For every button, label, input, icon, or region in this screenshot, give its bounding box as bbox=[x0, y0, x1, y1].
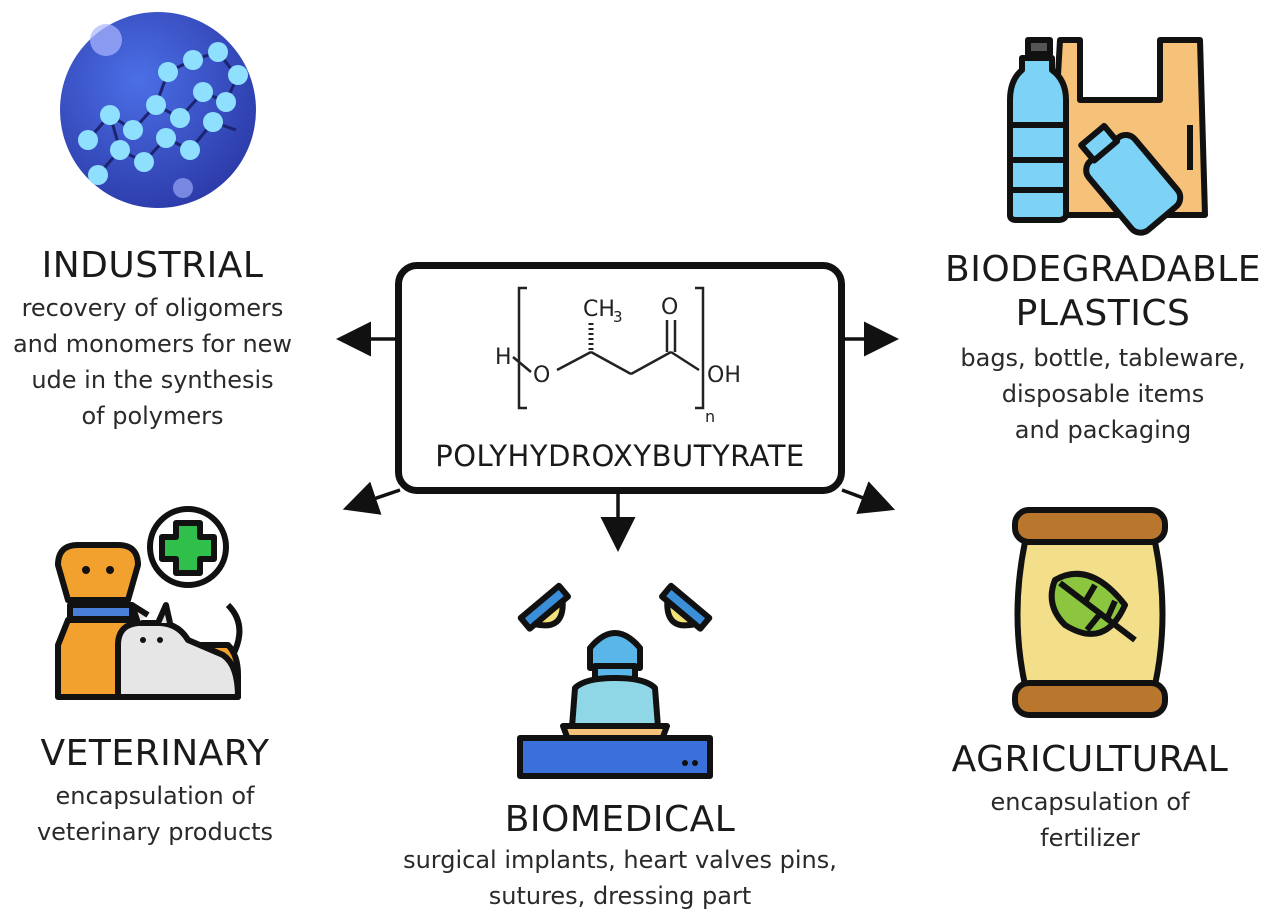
plastic-bag-and-bottles-icon bbox=[1007, 37, 1208, 236]
arrow-to-agricultural bbox=[841, 481, 896, 515]
formula-bond-c-ch2 bbox=[590, 350, 632, 376]
formula-ch3: CH bbox=[583, 297, 615, 322]
central-polymer-box: H O CH 3 O OH n POLYHYDROXYBUTYRATE bbox=[395, 262, 845, 494]
formula-o-chain: O bbox=[533, 363, 550, 388]
plastics-title-line-2: PLASTICS bbox=[1015, 293, 1191, 334]
industrial-line-1: recovery of oligomers bbox=[21, 294, 284, 322]
biomedical-title: BIOMEDICAL bbox=[504, 799, 736, 840]
polymer-molecule-sphere-icon bbox=[60, 12, 256, 208]
formula-bond-h bbox=[512, 356, 532, 373]
formula-bond-c-oh bbox=[670, 350, 700, 372]
industrial-line-4: of polymers bbox=[81, 402, 224, 430]
formula-o-top: O bbox=[661, 295, 678, 320]
plastics-description: bags, bottle, tableware, disposable item… bbox=[940, 340, 1266, 448]
formula-oh: OH bbox=[707, 363, 741, 388]
industrial-line-3: ude in the synthesis bbox=[31, 366, 274, 394]
formula-n-subscript: n bbox=[705, 407, 715, 426]
veterinary-description: encapsulation of veterinary products bbox=[0, 778, 310, 850]
agricultural-description: encapsulation of fertilizer bbox=[935, 784, 1245, 856]
surgeon-operating-lamps-icon bbox=[517, 582, 713, 779]
plastics-line-1: bags, bottle, tableware, bbox=[960, 344, 1246, 372]
veterinary-line-2: veterinary products bbox=[36, 818, 274, 846]
veterinary-title: VETERINARY bbox=[40, 733, 270, 774]
biomedical-line-2: sutures, dressing part bbox=[488, 882, 752, 910]
formula-right-bracket bbox=[695, 286, 705, 410]
biomedical-description: surgical implants, heart valves pins, su… bbox=[360, 842, 880, 914]
formula-h: H bbox=[495, 345, 512, 370]
veterinary-line-1: encapsulation of bbox=[55, 782, 255, 810]
formula-left-bracket bbox=[517, 286, 527, 410]
biomedical-line-1: surgical implants, heart valves pins, bbox=[403, 846, 837, 874]
formula-bond-o-c bbox=[556, 350, 592, 372]
fertilizer-sack-leaf-icon bbox=[1012, 507, 1168, 718]
formula-ch3-subscript: 3 bbox=[613, 308, 623, 326]
industrial-description: recovery of oligomers and monomers for n… bbox=[0, 290, 305, 434]
formula-bond-ch2-co bbox=[630, 350, 672, 376]
agricultural-line-1: encapsulation of bbox=[990, 788, 1190, 816]
industrial-line-2: and monomers for new bbox=[12, 330, 293, 358]
dog-cat-medical-cross-icon bbox=[55, 506, 243, 700]
agricultural-line-2: fertilizer bbox=[1040, 824, 1140, 852]
center-label: POLYHYDROXYBUTYRATE bbox=[435, 439, 805, 473]
plastics-title: BIODEGRADABLE PLASTICS bbox=[940, 248, 1266, 336]
plastics-title-line-1: BIODEGRADABLE bbox=[945, 249, 1261, 290]
plastics-line-2: disposable items bbox=[1001, 380, 1205, 408]
phb-structural-formula: H O CH 3 O OH n bbox=[495, 286, 741, 426]
industrial-title: INDUSTRIAL bbox=[41, 245, 264, 286]
agricultural-title: AGRICULTURAL bbox=[951, 739, 1229, 780]
arrow-to-veterinary bbox=[342, 481, 401, 515]
plastics-line-3: and packaging bbox=[1014, 416, 1192, 444]
